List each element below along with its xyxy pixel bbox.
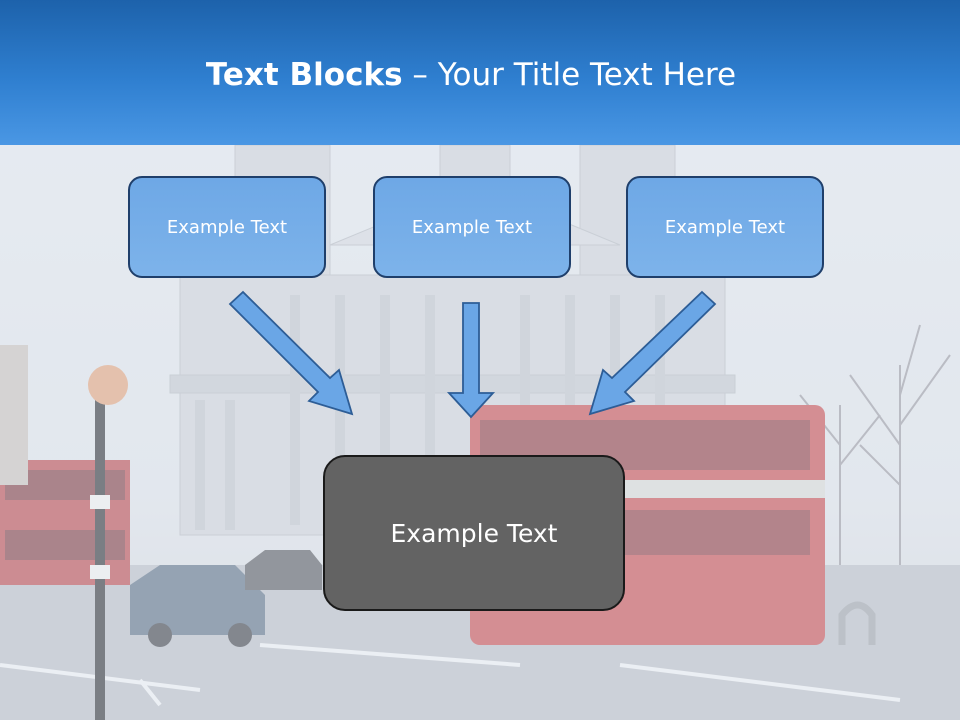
bare-trees [799,324,951,575]
text-block-top-left[interactable]: Example Text [128,176,326,278]
arrow-right-diagonal [588,290,717,416]
cars [130,550,322,647]
text-block-center-label: Example Text [390,518,558,548]
title-rest: – Your Title Text Here [402,57,737,93]
text-block-top-center[interactable]: Example Text [373,176,571,278]
left-building [0,345,28,485]
bollard [838,601,876,645]
text-block-top-center-label: Example Text [411,216,533,238]
text-block-top-left-label: Example Text [166,216,288,238]
title-bold: Text Blocks [205,57,403,93]
street-lamp [88,365,128,720]
slide-title[interactable]: Text Blocks – Your Title Text Here [0,54,942,96]
arrow-center-down [446,302,496,419]
text-block-center[interactable]: Example Text [323,455,625,611]
title-bar: Text Blocks – Your Title Text Here [0,0,960,145]
text-block-top-right[interactable]: Example Text [626,176,824,278]
text-block-top-right-label: Example Text [664,216,786,238]
arrow-left-diagonal [228,290,354,416]
